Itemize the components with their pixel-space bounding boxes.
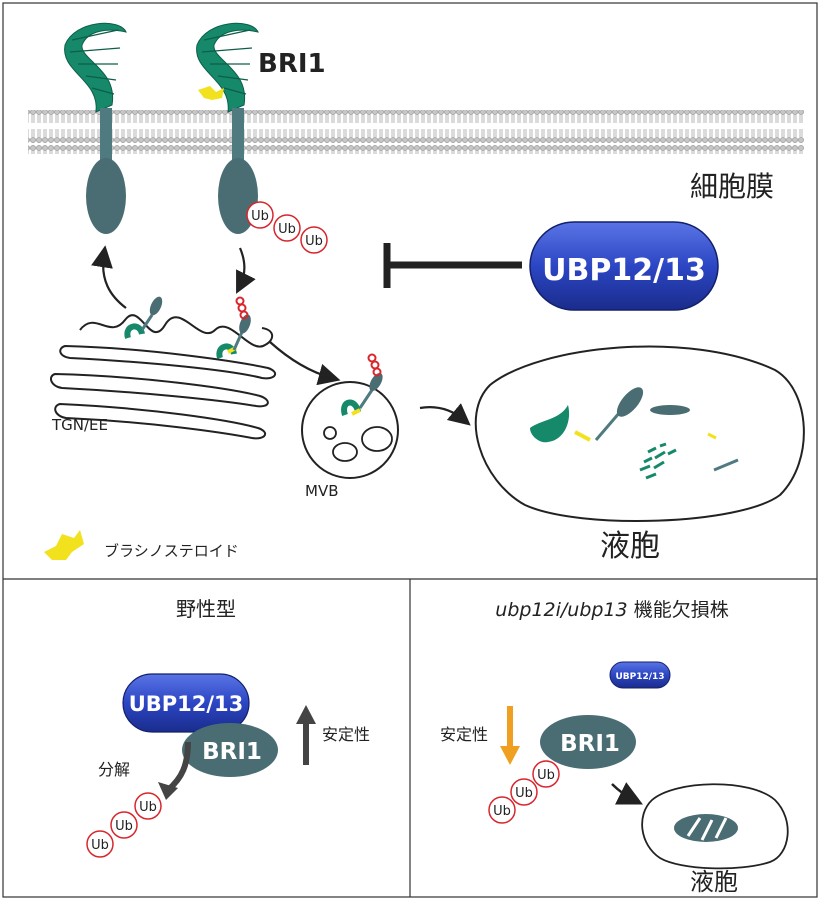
bri1-label-mutant: BRI1: [560, 731, 620, 757]
degradation-arrow: [165, 741, 191, 793]
ub-tag: Ub: [115, 819, 133, 834]
mvb: [301, 353, 399, 479]
stability-down-arrow: [500, 706, 520, 765]
brassinosteroid-legend-icon: [44, 530, 84, 560]
inhibition-symbol: [383, 243, 522, 288]
membrane-label: 細胞膜: [690, 170, 774, 203]
mutant-panel: ubp12i/ubp13 機能欠損株 UBP12/13 安定性 BRI1 Ub …: [440, 599, 789, 896]
tgn-ee: [49, 314, 277, 440]
ub-tag: Ub: [515, 786, 533, 801]
wildtype-panel: 野性型 UBP12/13 BRI1 安定性 分解 Ub Ub Ub: [86, 597, 370, 858]
legend-label: ブラシノステロイド: [104, 542, 239, 560]
vacuole: [474, 345, 805, 522]
cell-membrane: [28, 110, 804, 154]
tgn-receptors: [124, 296, 251, 359]
stability-up-arrow: [296, 705, 316, 765]
mutant-title-italic: ubp12i/ubp13: [495, 599, 627, 621]
ub-chain-wildtype: Ub Ub Ub: [86, 792, 162, 858]
ubp-pill-wildtype: UBP12/13: [122, 673, 250, 733]
bri1-wildtype: BRI1: [182, 723, 278, 777]
ubp-label-top: UBP12/13: [542, 253, 706, 288]
ub-chain-mutant: Ub Ub Ub: [488, 760, 560, 824]
ub-chain-top: Ub Ub Ub: [246, 201, 328, 254]
vacuole-label-mutant: 液胞: [690, 868, 738, 896]
ub-tag: Ub: [91, 838, 109, 853]
endocytosis-arrow: [236, 247, 256, 294]
vacuole-mutant: [641, 783, 789, 870]
mvb-label: MVB: [305, 482, 339, 500]
ub-tag: Ub: [493, 804, 511, 819]
ub-tag: Ub: [278, 222, 296, 237]
ubp-label-mutant: UBP12/13: [615, 672, 664, 682]
ubp-pill-mutant: UBP12/13: [609, 661, 671, 689]
degradation-arrow-head: [158, 782, 178, 800]
ub-tag: Ub: [139, 800, 157, 815]
stability-label-mutant: 安定性: [440, 725, 488, 744]
brassinosteroid-icon: [198, 86, 224, 100]
tgn-to-mvb-arrow: [269, 341, 341, 386]
bri1-mutant: BRI1: [540, 715, 636, 769]
bri1-receptor-right: [196, 22, 259, 234]
mvb-to-vacuole-arrow: [419, 403, 471, 426]
bri1-receptor-left: [64, 22, 127, 234]
vacuole-label: 液胞: [600, 529, 660, 564]
ub-tag: Ub: [305, 234, 323, 249]
mutant-title: ubp12i/ubp13 機能欠損株: [495, 599, 728, 621]
ub-tag: Ub: [537, 768, 555, 783]
degradation-label: 分解: [98, 760, 130, 779]
to-vacuole-arrow: [611, 782, 643, 805]
ubp-pill-top: UBP12/13: [529, 221, 719, 311]
ubp-label-wildtype: UBP12/13: [129, 692, 244, 716]
stability-label-wildtype: 安定性: [322, 725, 370, 744]
receptor-label: BRI1: [258, 49, 326, 79]
ub-tag: Ub: [251, 209, 269, 224]
recycle-arrow: [91, 245, 127, 309]
bri1-label-wildtype: BRI1: [202, 739, 262, 765]
tgn-label: TGN/EE: [51, 416, 108, 434]
top-panel: 細胞膜 BRI1 Ub Ub Ub: [28, 22, 805, 564]
mutant-title-rest: 機能欠損株: [628, 599, 729, 621]
wildtype-title: 野性型: [176, 597, 236, 621]
